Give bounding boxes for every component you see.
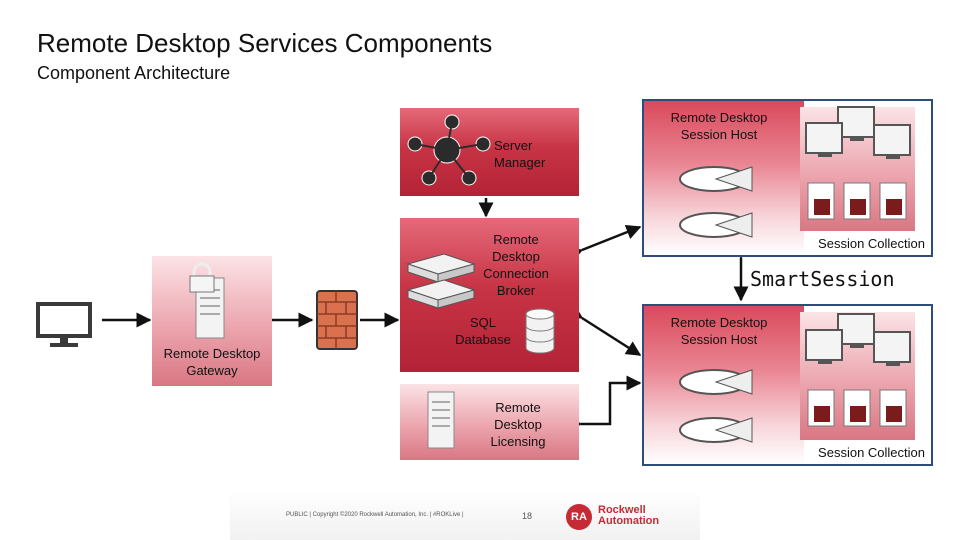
footer-band	[230, 490, 700, 540]
logo-line-1: Rockwell	[598, 504, 646, 516]
company-logo: Rockwell Automation	[598, 505, 659, 527]
session-host-1-monitors-icon	[805, 106, 911, 159]
session-host-panel-1: Remote Desktop Session Host Session Coll…	[642, 99, 933, 257]
gateway-lock-server-icon	[189, 262, 225, 339]
session-host-panel-2: Remote Desktop Session Host Session Coll…	[642, 304, 933, 466]
server-manager-icon	[407, 114, 491, 186]
licensing-server-icon	[427, 391, 455, 449]
page-number: 18	[522, 511, 533, 521]
firewall-icon	[316, 290, 358, 350]
session-host-2-monitors-icon	[805, 313, 911, 366]
database-icon	[525, 308, 555, 354]
session-collection-1-label: Session Collection	[818, 236, 925, 251]
session-host-2-disks-icon	[679, 369, 753, 443]
arrow-broker-host1	[566, 225, 642, 262]
logo-badge: RA	[566, 504, 592, 530]
session-host-1-disks-icon	[679, 166, 753, 238]
session-host-1-title: Remote Desktop Session Host	[670, 110, 768, 142]
session-host-2-excel-icons	[807, 389, 907, 427]
session-host-1-excel-icons	[807, 182, 907, 220]
logo-line-2: Automation	[598, 515, 660, 527]
smart-session-label: SmartSession	[750, 267, 895, 291]
page-subtitle: Component Architecture	[37, 63, 231, 83]
arrow-licensing-host2	[567, 375, 642, 432]
licensing-label: Remote Desktop Licensing	[490, 400, 546, 449]
footer-copyright: PUBLIC | Copyright ©2020 Rockwell Automa…	[286, 512, 464, 518]
page-title: Remote Desktop Services Components	[37, 28, 493, 58]
session-collection-2-label: Session Collection	[818, 445, 925, 460]
server-manager-label: Server Manager	[494, 138, 546, 170]
gateway-label: Remote Desktop Gateway	[163, 346, 261, 378]
connection-broker-label: Remote Desktop Connection Broker	[483, 232, 549, 298]
arrow-broker-host2	[566, 304, 642, 357]
broker-servers-icon	[406, 253, 476, 309]
session-host-2-title: Remote Desktop Session Host	[670, 315, 768, 347]
client-monitor-icon	[36, 302, 92, 347]
sql-database-label: SQL Database	[455, 315, 511, 347]
